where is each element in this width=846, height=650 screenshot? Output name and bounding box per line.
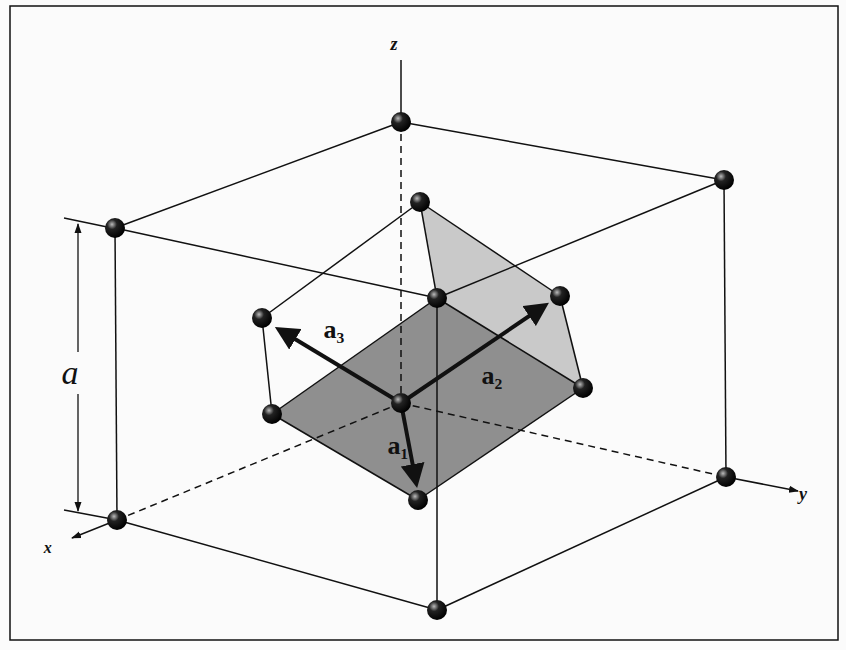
axis-label: y⃗	[799, 484, 821, 505]
atoms	[105, 112, 736, 620]
vector-label: a₁	[388, 431, 409, 461]
frame	[10, 6, 838, 640]
hidden-edges	[117, 122, 726, 520]
primitive-cell-edges	[262, 202, 583, 500]
primitive-vectors	[280, 306, 544, 482]
vector-label: a₂	[482, 361, 503, 391]
vector-label: a₃	[324, 315, 345, 345]
axis-label: x⃗	[44, 539, 64, 557]
origin-atom	[391, 393, 411, 413]
axis-label: z⃗	[390, 34, 411, 55]
shaded-face	[272, 298, 583, 500]
cube-edges	[72, 60, 798, 610]
dimension-label: a	[62, 354, 79, 392]
